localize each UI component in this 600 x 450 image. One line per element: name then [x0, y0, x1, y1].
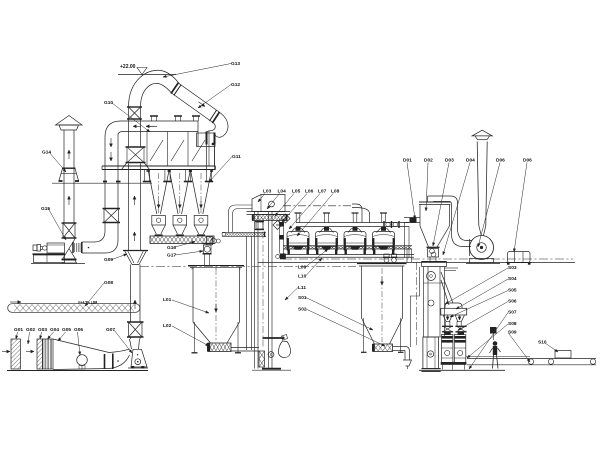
svg-text:G16: G16	[167, 245, 176, 251]
svg-text:G06: G06	[74, 327, 83, 333]
svg-text:L09: L09	[298, 265, 307, 271]
svg-text:G11: G11	[232, 154, 241, 160]
svg-text:S03: S03	[508, 265, 517, 271]
svg-text:G01: G01	[14, 327, 23, 333]
svg-text:G07: G07	[106, 327, 115, 333]
svg-text:S07: S07	[508, 310, 517, 316]
svg-text:S05: S05	[508, 288, 517, 294]
svg-text:D06: D06	[523, 158, 532, 164]
svg-text:D01: D01	[403, 158, 412, 164]
svg-text:G13: G13	[231, 61, 240, 67]
svg-text:L11: L11	[298, 285, 306, 291]
svg-text:S09: S09	[508, 330, 517, 336]
svg-text:S06: S06	[508, 299, 517, 305]
svg-text:D03: D03	[445, 158, 454, 164]
svg-text:S04: S04	[508, 276, 517, 282]
svg-text:G15: G15	[41, 206, 50, 212]
svg-text:L01: L01	[163, 297, 172, 303]
svg-text:L10: L10	[298, 274, 307, 280]
svg-text:G08: G08	[104, 280, 113, 286]
svg-text:G17: G17	[167, 253, 176, 259]
svg-text:G03: G03	[38, 327, 47, 333]
svg-text:G02: G02	[26, 327, 35, 333]
svg-text:G05: G05	[62, 327, 71, 333]
svg-text:L07: L07	[318, 189, 327, 195]
svg-text:L02: L02	[163, 323, 172, 329]
svg-text:D04: D04	[466, 158, 475, 164]
svg-text:L03: L03	[263, 189, 272, 195]
svg-text:L08: L08	[331, 189, 340, 195]
svg-text:D02: D02	[424, 158, 433, 164]
svg-text:G04: G04	[50, 327, 59, 333]
svg-text:D06: D06	[496, 158, 505, 164]
svg-text:G12: G12	[231, 82, 240, 88]
svg-text:L04: L04	[278, 189, 287, 195]
svg-text:S08: S08	[508, 321, 517, 327]
svg-text:S01: S01	[298, 295, 307, 301]
svg-text:S02: S02	[298, 307, 307, 313]
svg-text:S10: S10	[538, 340, 547, 346]
svg-text:+22.00: +22.00	[120, 64, 136, 70]
svg-text:L05: L05	[292, 189, 301, 195]
svg-text:G09: G09	[104, 257, 113, 263]
svg-text:G14: G14	[42, 150, 51, 156]
svg-text:G10: G10	[104, 100, 113, 106]
svg-text:L06: L06	[305, 189, 314, 195]
